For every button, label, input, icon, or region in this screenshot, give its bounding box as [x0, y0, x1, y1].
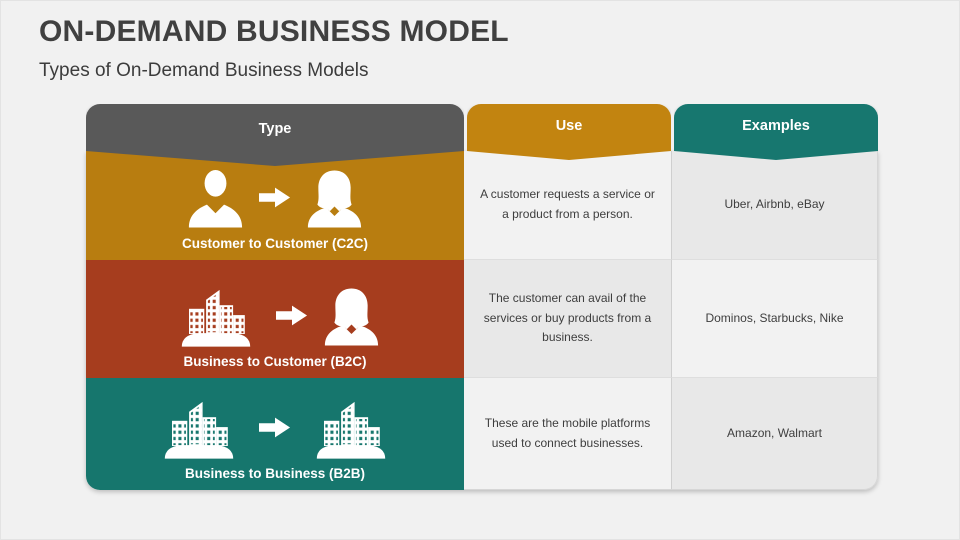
type-cell-b2c: Business to Customer (B2C)	[86, 260, 464, 378]
type-label-c2c: Customer to Customer (C2C)	[181, 236, 368, 251]
business-model-table: Type Use Examples	[86, 104, 878, 490]
arrow-right-icon	[259, 187, 291, 208]
column-header-use-label: Use	[555, 118, 583, 134]
type-label-b2c: Business to Customer (B2C)	[183, 354, 367, 369]
b2b-icon-group	[154, 397, 396, 459]
woman-icon	[324, 288, 378, 346]
man-icon	[188, 169, 243, 228]
c2c-icon-group	[187, 167, 363, 229]
type-label-b2b: Business to Business (B2B)	[184, 466, 366, 481]
column-header-examples: Examples	[674, 104, 878, 160]
column-header-examples-label: Examples	[742, 118, 810, 134]
type-cell-b2b: Business to Business (B2B)	[86, 378, 464, 490]
arrow-right-icon	[275, 305, 307, 326]
buildings-icon	[181, 289, 250, 347]
table-body: Customer to Customer (C2C) A customer re…	[86, 151, 878, 490]
arrow-right-icon	[259, 417, 291, 438]
table-row-b2c: Business to Customer (B2C) The customer …	[86, 260, 878, 378]
use-cell-c2c: A customer requests a service or a produ…	[464, 151, 671, 260]
column-header-type: Type	[86, 104, 464, 166]
use-cell-b2b: These are the mobile platforms used to c…	[464, 378, 671, 490]
examples-text-b2c: Dominos, Starbucks, Nike	[705, 310, 844, 325]
examples-cell-b2b: Amazon, Walmart	[671, 378, 878, 490]
buildings-icon	[316, 401, 386, 459]
woman-icon	[307, 170, 362, 228]
buildings-icon	[164, 401, 234, 459]
table-row-b2b: Business to Business (B2B) These are the…	[86, 378, 878, 490]
type-cell-c2c: Customer to Customer (C2C)	[86, 151, 464, 260]
examples-cell-b2c: Dominos, Starbucks, Nike	[671, 260, 878, 378]
examples-text-c2c: Uber, Airbnb, eBay	[724, 197, 825, 212]
use-text-c2c: A customer requests a service or a produ…	[480, 187, 655, 221]
use-text-b2b: These are the mobile platforms used to c…	[484, 415, 651, 450]
examples-cell-c2c: Uber, Airbnb, eBay	[671, 151, 878, 260]
use-cell-b2c: The customer can avail of the services o…	[464, 260, 671, 378]
page-title: ON-DEMAND BUSINESS MODEL	[39, 15, 509, 48]
use-text-b2c: The customer can avail of the services o…	[483, 290, 652, 345]
page-subtitle: Types of On-Demand Business Models	[39, 60, 369, 81]
column-header-type-label: Type	[258, 121, 292, 137]
table-row-c2c: Customer to Customer (C2C) A customer re…	[86, 151, 878, 260]
b2c-icon-group	[171, 285, 380, 347]
column-header-use: Use	[467, 104, 671, 160]
examples-text-b2b: Amazon, Walmart	[727, 425, 822, 440]
